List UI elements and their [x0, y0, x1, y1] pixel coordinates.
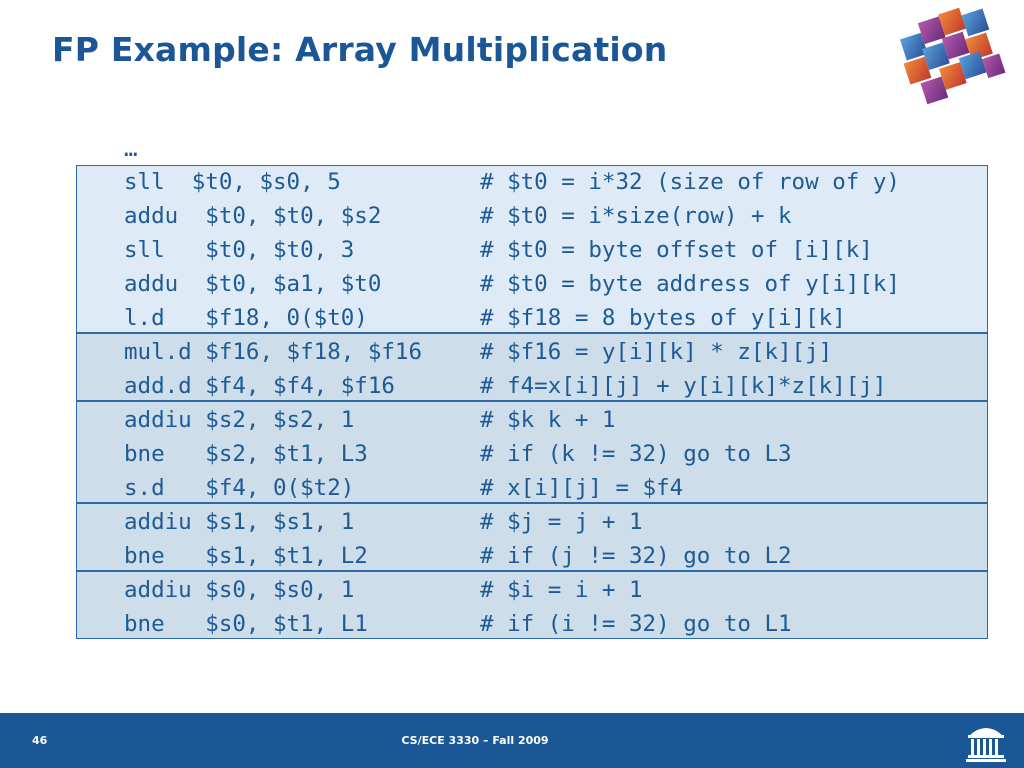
comment: # $k k + 1	[480, 407, 616, 433]
rotunda-logo-icon	[966, 728, 1006, 762]
comment: # if (j != 32) go to L2	[480, 543, 792, 569]
instruction: addu $t0, $a1, $t0	[124, 271, 382, 297]
instruction: l.d $f18, 0($t0)	[124, 305, 368, 331]
code-line: addiu $s0, $s0, 1 # $i = i + 1	[124, 573, 643, 607]
comment: # $t0 = byte address of y[i][k]	[480, 271, 900, 297]
instruction: s.d $f4, 0($t2)	[124, 475, 355, 501]
instruction: addiu $s2, $s2, 1	[124, 407, 355, 433]
comment: # $f18 = 8 bytes of y[i][k]	[480, 305, 846, 331]
instruction: addiu $s0, $s0, 1	[124, 577, 355, 603]
code-line: mul.d $f16, $f18, $f16 # $f16 = y[i][k] *…	[124, 335, 832, 369]
code-line: bne $s0, $t1, L1 # if (i != 32) go to L1	[124, 607, 792, 641]
comment: # $j = j + 1	[480, 509, 643, 535]
instruction: add.d $f4, $f4, $f16	[124, 373, 395, 399]
code-line: sll $t0, $t0, 3 # $t0 = byte offset of [i…	[124, 233, 873, 267]
code-line: addiu $s1, $s1, 1 # $j = j + 1	[124, 505, 643, 539]
comment: # if (i != 32) go to L1	[480, 611, 792, 637]
instruction: bne $s2, $t1, L3	[124, 441, 368, 467]
footer-bar: 46 CS/ECE 3330 – Fall 2009	[0, 713, 1024, 768]
outer-loop-block	[76, 571, 988, 639]
comment: # $i = i + 1	[480, 577, 643, 603]
code-line: add.d $f4, $f4, $f16 # f4=x[i][j] + y[i][…	[124, 369, 886, 403]
load-block	[76, 165, 988, 333]
comment: # $t0 = byte offset of [i][k]	[480, 237, 873, 263]
comment: # if (k != 32) go to L3	[480, 441, 792, 467]
instruction: sll $t0, $t0, 3	[124, 237, 355, 263]
code-line: addu $t0, $t0, $s2 # $t0 = i*size(row) + …	[124, 199, 792, 233]
middle-loop-block	[76, 503, 988, 571]
comment: # $t0 = i*size(row) + k	[480, 203, 792, 229]
code-ellipsis: …	[124, 136, 138, 162]
inner-loop-block	[76, 401, 988, 503]
3d-cube-logo-icon	[900, 7, 1006, 105]
slide-title: FP Example: Array Multiplication	[52, 30, 668, 69]
comment: # f4=x[i][j] + y[i][k]*z[k][j]	[480, 373, 887, 399]
code-line: addiu $s2, $s2, 1 # $k k + 1	[124, 403, 615, 437]
instruction: mul.d $f16, $f18, $f16	[124, 339, 423, 365]
comment: # $t0 = i*32 (size of row of y)	[480, 169, 900, 195]
code-line: addu $t0, $a1, $t0 # $t0 = byte address o…	[124, 267, 900, 301]
code-line: bne $s2, $t1, L3 # if (k != 32) go to L3	[124, 437, 792, 471]
code-line: s.d $f4, 0($t2) # x[i][j] = $f4	[124, 471, 683, 505]
code-line: l.d $f18, 0($t0) # $f18 = 8 bytes of y[i]…	[124, 301, 846, 335]
code-line: sll $t0, $s0, 5 # $t0 = i*32 (size of row…	[124, 165, 900, 199]
slide-number: 46	[32, 734, 48, 747]
instruction: bne $s1, $t1, L2	[124, 543, 368, 569]
multiply-add-block	[76, 333, 988, 401]
instruction: bne $s0, $t1, L1	[124, 611, 368, 637]
instruction: sll $t0, $s0, 5	[124, 169, 341, 195]
course-label: CS/ECE 3330 – Fall 2009	[401, 734, 549, 747]
instruction: addiu $s1, $s1, 1	[124, 509, 355, 535]
comment: # $f16 = y[i][k] * z[k][j]	[480, 339, 833, 365]
instruction: addu $t0, $t0, $s2	[124, 203, 382, 229]
comment: # x[i][j] = $f4	[480, 475, 684, 501]
code-line: bne $s1, $t1, L2 # if (j != 32) go to L2	[124, 539, 792, 573]
